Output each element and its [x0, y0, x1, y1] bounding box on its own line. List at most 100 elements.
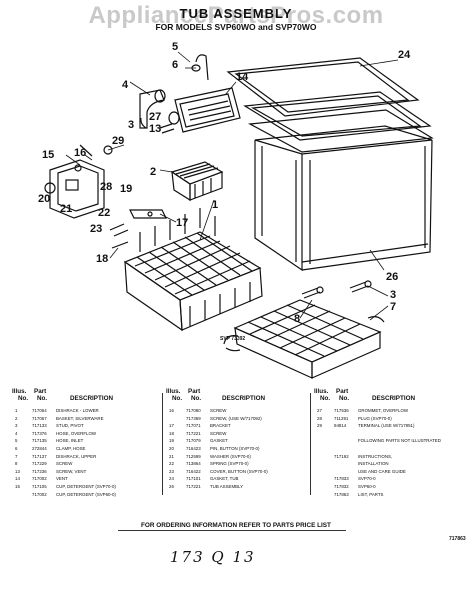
illus-no: 19	[169, 438, 174, 444]
callout-16: 16	[74, 147, 86, 159]
lower-dishrack	[123, 208, 263, 332]
part-no: 94814	[334, 423, 347, 429]
illus-no: 5	[15, 438, 18, 444]
image-code: SVP 73392	[220, 336, 245, 342]
callout-22: 22	[98, 207, 110, 219]
part-no: 717192	[334, 453, 349, 459]
part-description: SCREW	[56, 461, 73, 467]
callout-3: 3	[128, 119, 134, 131]
part-no: 717064	[32, 408, 47, 413]
illus-no: 18	[169, 430, 174, 436]
leader-lines	[65, 51, 399, 321]
callout-2: 2	[150, 166, 156, 178]
part-no: 717863	[334, 491, 349, 497]
part-description: GASKET, TUB	[210, 476, 239, 482]
part-description: SCREW	[210, 430, 227, 436]
illus-no: 6	[15, 445, 18, 451]
illus-no: 2	[15, 415, 18, 421]
illus-no: 21	[169, 453, 174, 459]
illus-no: 13	[15, 468, 20, 474]
part-description: WASHER (SVP70-0)	[210, 453, 251, 459]
exploded-diagram: 5 6 14 24 4 3 27 13 29 15 16 1 2 28 19 2…	[38, 41, 434, 379]
page-title: TUB ASSEMBLY	[179, 6, 293, 21]
part-description: SCREW, VENT	[56, 468, 87, 474]
callout-26: 26	[386, 271, 398, 283]
part-no: 717067	[32, 415, 47, 421]
illus-no: 27	[317, 408, 322, 413]
vent-assembly	[139, 54, 241, 134]
illus-no: 15	[15, 483, 20, 489]
callout-7: 7	[390, 301, 396, 313]
part-no: 717002	[32, 491, 47, 497]
part-description: SVP60-0	[358, 483, 376, 489]
illus-no: 23	[169, 468, 174, 474]
page-subtitle: FOR MODELS SVP60WO and SVP70WO	[155, 22, 317, 32]
part-description: GROMMET, OVERFLOW	[358, 408, 409, 413]
upper-dishrack	[223, 299, 385, 379]
callout-3b: 3	[390, 289, 396, 301]
column-divider	[162, 393, 163, 495]
part-no: 717376	[32, 430, 47, 436]
part-no: 717071	[186, 423, 201, 429]
part-description: FOLLOWING PARTS NOT ILLUSTRATED	[358, 438, 441, 444]
illus-no: 16	[169, 408, 174, 413]
illus-no: 28	[317, 415, 322, 421]
callout-23: 23	[90, 223, 102, 235]
callout-29: 29	[112, 135, 124, 147]
part-no: 717832	[334, 483, 349, 489]
callout-4: 4	[122, 79, 129, 91]
part-no: 713864	[186, 461, 201, 467]
illus-no: 8	[15, 461, 18, 467]
part-no: 717369	[186, 415, 201, 421]
watermark: AppliancePartsPros.com	[88, 2, 384, 29]
callout-18: 18	[96, 253, 108, 265]
part-no: 716422	[186, 468, 201, 474]
part-description: INSTRUCTIONS,	[358, 453, 393, 459]
part-no: 717833	[334, 476, 349, 482]
part-description: CUP, DETERGENT (SVP60-0)	[56, 491, 116, 497]
part-description: DISHRACK, UPPER	[56, 453, 97, 459]
callout-24: 24	[398, 49, 411, 61]
callout-6: 6	[172, 59, 178, 71]
part-description: CLAMP, HOSE	[56, 445, 86, 451]
detergent-cup	[44, 144, 113, 219]
ordering-footer: FOR ORDERING INFORMATION REFER TO PARTS …	[141, 522, 331, 529]
handwritten-note: 173 Q 13	[170, 548, 256, 566]
column-divider	[310, 393, 311, 495]
illus-no: 26	[169, 483, 174, 489]
part-no: 717236	[32, 468, 47, 474]
part-no: 717002	[32, 476, 47, 482]
callout-13: 13	[149, 123, 161, 135]
part-description: BASKET, SILVERWARE	[56, 415, 104, 421]
illus-no: 17	[169, 423, 174, 429]
illus-no: 20	[169, 445, 174, 451]
silverware-basket	[170, 161, 224, 202]
part-no: 717137	[32, 453, 47, 459]
part-description: PLUG (SVP70-0)	[358, 415, 392, 421]
part-description: STUD, PIVOT	[56, 423, 84, 429]
part-description: CUP, DETERGENT (SVP70-0)	[56, 483, 116, 489]
tub-gasket	[226, 57, 434, 153]
part-description: SCREW, (USE W/717092)	[210, 415, 262, 421]
callout-1: 1	[212, 199, 218, 211]
illus-no: 24	[169, 476, 174, 482]
illus-no: 4	[15, 430, 18, 436]
illus-no: 7	[15, 453, 18, 459]
part-no: 717101	[186, 476, 201, 482]
part-no: 716423	[186, 445, 201, 451]
callout-5: 5	[172, 41, 178, 53]
part-description: HOSE, OVERFLOW	[56, 430, 97, 436]
part-description: USE AND CARE GUIDE	[358, 468, 406, 474]
illus-no: 14	[15, 476, 20, 482]
part-no: 717105	[32, 483, 47, 489]
part-description: VENT	[56, 476, 68, 482]
bracket	[109, 209, 167, 249]
pivot-studs	[301, 280, 372, 299]
part-description: SVP70-0	[358, 476, 376, 482]
illus-no: 3	[15, 423, 18, 429]
callout-17: 17	[176, 217, 188, 229]
part-description: LIST, PARTS	[358, 491, 384, 497]
part-no: 717079	[186, 438, 201, 444]
tub-body	[254, 125, 433, 272]
